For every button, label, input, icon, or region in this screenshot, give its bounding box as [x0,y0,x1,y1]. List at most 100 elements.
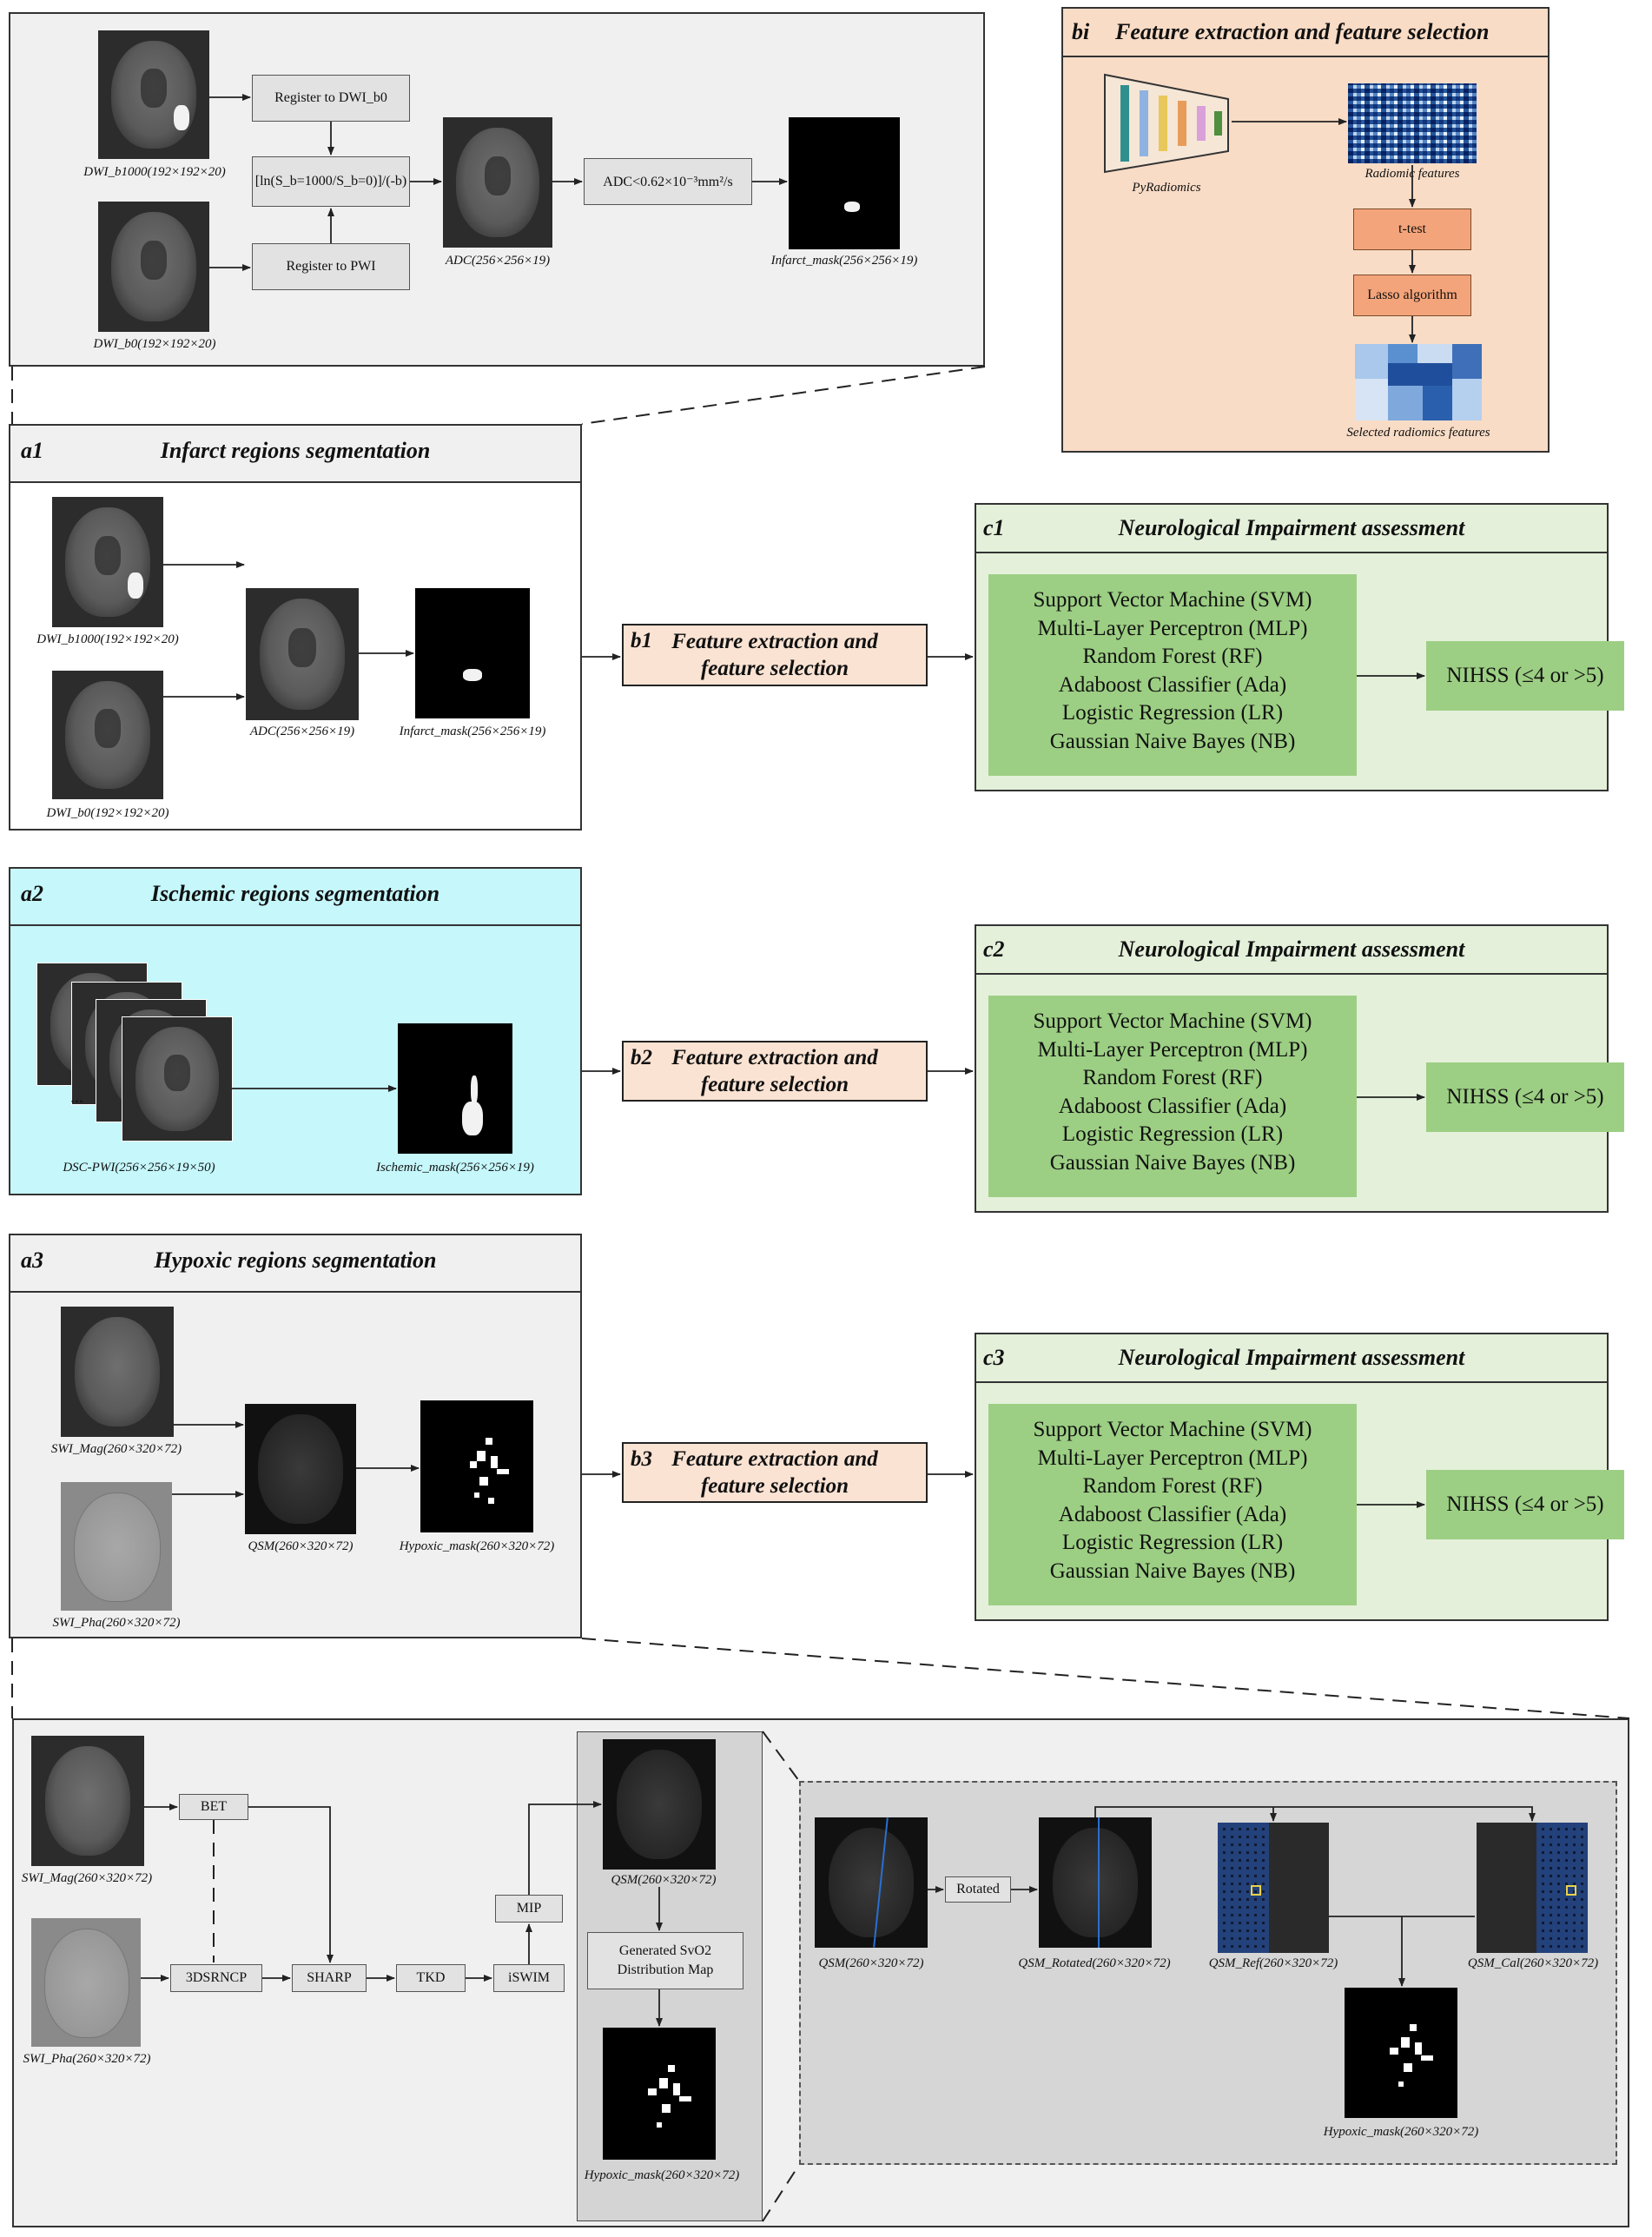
c3-classifier-svm: Support Vector Machine (SVM) [1033,1418,1312,1441]
mip-box: MIP [495,1895,563,1923]
infarct-row-title: Infarct regions segmentation [160,438,431,463]
c2-header: c2 Neurological Impairment assessment [975,924,1609,975]
b1-feature-box: b1 Feature extraction and feature select… [622,624,928,686]
c2-nihss-box: NIHSS (≤4 or >5) [1426,1062,1624,1132]
qsm-rotated-image [1039,1817,1152,1948]
sharp-box: SHARP [292,1964,367,1992]
qsm-cal-caption: QSM_Cal(260×320×72) [1467,1956,1599,1970]
lasso-box: Lasso algorithm [1353,275,1471,316]
b3-line1: Feature extraction and [671,1447,878,1471]
a3-swi-mag-caption: SWI_Mag(260×320×72) [50,1442,182,1456]
a1-adc-image [246,588,359,720]
qsm-ref-caption: QSM_Ref(260×320×72) [1208,1956,1338,1970]
bottom-hypoxic-mask-image [603,2028,716,2160]
selected-features-treemap [1355,344,1482,420]
feature-panel-title: Feature extraction and feature selection [1115,19,1490,44]
c2-classifier-rf: Random Forest (RF) [1082,1066,1263,1089]
c2-classifier-svm: Support Vector Machine (SVM) [1033,1009,1312,1033]
bottom-swi-mag-image [31,1736,144,1866]
a1-dwi-b1000-image [52,497,163,627]
qsm-calibration-panel [799,1781,1617,2165]
a1-dwi-b0-image [52,671,163,799]
b3-tag: b3 [631,1447,652,1471]
b1-line2: feature selection [700,657,849,680]
a1-dwi-b0-caption: DWI_b0(192×192×20) [46,806,169,820]
tkd-box: TKD [396,1964,466,1992]
a1-adc-caption: ADC(256×256×19) [249,725,355,738]
ischemic-row-tag: a2 [21,881,43,906]
dsc-pwi-stack-4 [122,1016,233,1142]
bottom-hypoxic-mask-caption: Hypoxic_mask(260×320×72) [584,2168,740,2182]
b2-tag: b2 [631,1046,652,1069]
adc-caption: ADC(256×256×19) [445,254,551,268]
ttest-box: t-test [1353,208,1471,250]
threshold-box: ADC<0.62×10⁻³mm²/s [584,158,752,205]
3dsrncp-box: 3DSRNCP [170,1964,262,1992]
c2-tag: c2 [983,936,1005,962]
c1-tag: c1 [983,515,1005,540]
c3-classifier-mlp: Multi-Layer Perceptron (MLP) [1037,1446,1308,1470]
feature-panel-header: bi Feature extraction and feature select… [1061,7,1550,57]
c1-header: c1 Neurological Impairment assessment [975,503,1609,553]
pyradiomics-network-icon [1101,71,1232,175]
adc-image [443,117,552,248]
generated-svo2-line1: Generated SvO2 [618,1943,712,1958]
qsm-ref-image [1218,1823,1329,1953]
dwi-b0-caption: DWI_b0(192×192×20) [93,337,216,351]
infarct-row-header: a1 Infarct regions segmentation [9,424,582,483]
c1-nihss-box: NIHSS (≤4 or >5) [1426,641,1624,711]
bottom-qsm-caption: QSM(260×320×72) [611,1873,717,1887]
bottom-swi-pha-image [31,1918,141,2047]
c2-classifier-mlp: Multi-Layer Perceptron (MLP) [1037,1037,1308,1062]
c1-title: Neurological Impairment assessment [1118,515,1465,540]
c3-header: c3 Neurological Impairment assessment [975,1333,1609,1383]
c3-classifier-lr: Logistic Regression (LR) [1061,1531,1284,1554]
bottom-qsm-image [603,1739,716,1870]
a3-swi-pha-image [61,1482,172,1611]
c3-classifier-ada: Adaboost Classifier (Ada) [1058,1502,1287,1526]
c2-classifier-lr: Logistic Regression (LR) [1061,1122,1284,1146]
a3-qsm-image [245,1404,356,1534]
dsc-pwi-ellipsis: ... [70,1088,84,1107]
b1-tag: b1 [631,629,652,652]
ischemic-mask-image [398,1023,512,1154]
dwi-b1000-image [98,30,209,159]
a3-qsm-caption: QSM(260×320×72) [248,1539,354,1553]
infarct-mask-caption: Infarct_mask(256×256×19) [770,254,918,268]
bottom-swi-pha-caption: SWI_Pha(260×320×72) [23,2052,151,2066]
qsm-rotated-caption: QSM_Rotated(260×320×72) [1018,1956,1171,1970]
a1-dwi-b1000-caption: DWI_b1000(192×192×20) [36,632,179,646]
register-pwi-box: Register to PWI [252,243,410,290]
c1-classifier-lr: Logistic Regression (LR) [1061,701,1284,725]
dwi-b0-image [98,202,209,332]
infarct-mask-image [789,117,900,249]
c2-classifier-list: Support Vector Machine (SVM) Multi-Layer… [988,996,1357,1197]
c2-title: Neurological Impairment assessment [1118,936,1465,962]
calib-hypoxic-mask-caption: Hypoxic_mask(260×320×72) [1323,2125,1479,2139]
calib-qsm-image [815,1817,928,1948]
a3-swi-pha-caption: SWI_Pha(260×320×72) [52,1616,181,1630]
hypoxic-row-header: a3 Hypoxic regions segmentation [9,1234,582,1293]
qsm-cal-image [1477,1823,1588,1953]
c1-classifier-list: Support Vector Machine (SVM) Multi-Layer… [988,574,1357,776]
infarct-row-tag: a1 [21,438,43,463]
c3-tag: c3 [983,1345,1005,1370]
a3-hypoxic-mask-image [420,1400,533,1532]
selected-features-caption: Selected radiomics features [1346,426,1490,440]
hypoxic-row-tag: a3 [21,1248,43,1273]
rotated-box: Rotated [945,1876,1011,1903]
b2-feature-box: b2 Feature extraction and feature select… [622,1041,928,1102]
dsc-pwi-caption: DSC-PWI(256×256×19×50) [63,1161,215,1175]
ischemic-row-header: a2 Ischemic regions segmentation [9,867,582,926]
a1-infarct-mask-caption: Infarct_mask(256×256×19) [399,725,546,738]
c1-classifier-nb: Gaussian Naive Bayes (NB) [1049,729,1296,753]
a3-swi-mag-image [61,1307,174,1437]
c3-nihss-box: NIHSS (≤4 or >5) [1426,1470,1624,1539]
c3-classifier-rf: Random Forest (RF) [1082,1474,1263,1498]
hypoxic-row-title: Hypoxic regions segmentation [154,1248,437,1273]
bottom-swi-mag-caption: SWI_Mag(260×320×72) [21,1871,153,1885]
c2-classifier-ada: Adaboost Classifier (Ada) [1058,1094,1287,1118]
generated-svo2-box: Generated SvO2 Distribution Map [587,1932,743,1989]
a1-infarct-mask-image [415,588,530,718]
b3-feature-box: b3 Feature extraction and feature select… [622,1442,928,1503]
